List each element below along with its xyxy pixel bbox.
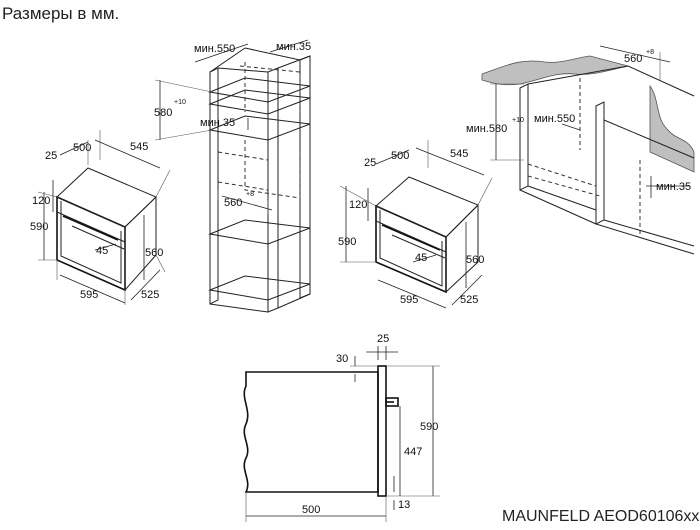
tall-cabinet-drawing	[154, 39, 311, 313]
dim-oven-right-top-offset: 25	[364, 157, 376, 169]
side-view-body	[243, 371, 379, 493]
side-view-drawing	[243, 346, 440, 522]
countertop	[481, 55, 629, 86]
dim-oven-right-handle: 45	[415, 252, 427, 264]
dim-oven-left-depth: 525	[141, 289, 159, 301]
dim-oven-left-top-depth: 500	[73, 142, 91, 154]
dim-oven-left-top-offset: 25	[45, 150, 57, 162]
dim-undercounter-min-height: мин.580	[466, 123, 507, 135]
dim-oven-left-panel: 120	[32, 195, 50, 207]
dim-cabinet-width: 560	[224, 197, 242, 209]
dim-side-body-height: 447	[404, 446, 422, 458]
dim-side-top-gap: 30	[336, 353, 348, 365]
dim-oven-right-width: 595	[400, 294, 418, 306]
dim-cabinet-min-gap: мин.35	[200, 117, 235, 129]
dim-side-depth: 500	[302, 504, 320, 516]
dim-oven-left-height: 590	[30, 221, 48, 233]
oven-front-left-drawing	[37, 130, 171, 305]
dim-side-top-front: 25	[377, 333, 389, 345]
dim-oven-right-top-depth: 500	[391, 150, 409, 162]
side-wall	[649, 84, 695, 173]
dim-undercounter-height-tol: +10	[512, 117, 524, 124]
undercounter-drawing	[481, 45, 695, 255]
oven-left-handle	[62, 215, 119, 241]
oven-front-right-drawing	[339, 140, 493, 309]
dim-oven-right-height: 590	[338, 236, 356, 248]
dim-oven-right-panel: 120	[349, 199, 367, 211]
dim-oven-left-width: 595	[80, 289, 98, 301]
dim-oven-left-handle: 45	[96, 245, 108, 257]
dim-oven-right-top-width: 545	[450, 148, 468, 160]
cabinet-left-post	[209, 67, 219, 305]
dim-oven-right-body-height: 560	[466, 254, 484, 266]
dim-undercounter-width-tol: +8	[646, 49, 654, 56]
dim-cabinet-height-tol: +10	[174, 99, 186, 106]
dim-cabinet-height: 580	[154, 107, 172, 119]
dim-side-bottom-gap: 13	[398, 499, 410, 511]
dim-cabinet-width-tol: +8	[246, 191, 254, 198]
dim-oven-left-top-width: 545	[130, 141, 148, 153]
dim-undercounter-min-gap: мин.35	[656, 181, 691, 193]
dim-oven-right-depth: 525	[460, 294, 478, 306]
dim-oven-left-body-height: 560	[145, 247, 163, 259]
oven-left-side	[124, 195, 157, 292]
model-name: MAUNFELD AEOD60106xx	[502, 508, 700, 525]
dim-cabinet-min-top: мин.35	[276, 41, 311, 53]
diagram-title: Размеры в мм.	[2, 4, 120, 23]
dim-side-total-height: 590	[420, 421, 438, 433]
dim-undercounter-min-depth: мин.550	[534, 113, 575, 125]
oven-left-front-face	[56, 195, 126, 292]
side-view-front-panel	[377, 365, 387, 497]
dim-undercounter-width: 560	[624, 53, 642, 65]
dim-cabinet-min-depth: мин.550	[194, 43, 235, 55]
